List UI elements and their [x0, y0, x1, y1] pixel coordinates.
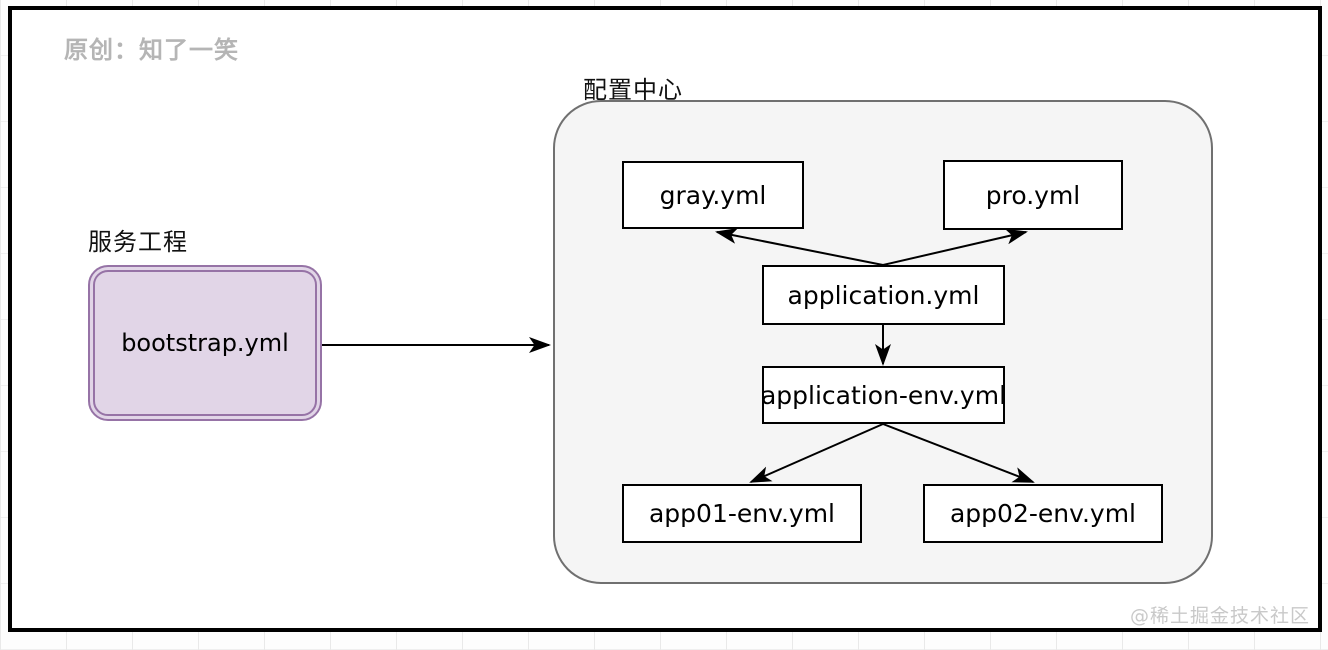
node-pro-yml: pro.yml	[943, 160, 1123, 230]
site-watermark: @稀土掘金技术社区	[1129, 605, 1310, 627]
author-watermark: 原创：知了一笑	[64, 36, 239, 64]
node-app01-env-yml: app01-env.yml	[622, 484, 862, 543]
config-center-label: 配置中心	[583, 76, 683, 104]
node-application-yml: application.yml	[762, 265, 1005, 325]
node-bootstrap-yml: bootstrap.yml	[88, 265, 322, 421]
node-gray-yml: gray.yml	[622, 161, 804, 229]
node-bootstrap-yml-label: bootstrap.yml	[121, 329, 289, 357]
node-app02-env-yml: app02-env.yml	[923, 484, 1163, 543]
node-application-env-yml: application-env.yml	[761, 366, 1006, 424]
service-group-label: 服务工程	[88, 228, 188, 256]
